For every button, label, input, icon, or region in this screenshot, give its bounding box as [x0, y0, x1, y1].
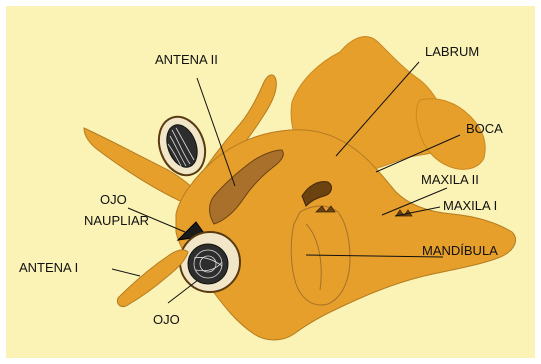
label-boca: BOCA [466, 121, 503, 136]
label-mandibula: MANDÍBULA [422, 243, 498, 258]
label-antena-i: ANTENA I [19, 260, 78, 275]
label-maxila-ii: MAXILA II [421, 172, 479, 187]
label-maxila-i: MAXILA I [443, 198, 497, 213]
antenna-i-appendage [117, 250, 188, 307]
label-ojo-naupliar-1: OJO [100, 192, 127, 207]
label-ojo: OJO [153, 312, 180, 327]
label-labrum: LABRUM [425, 44, 479, 59]
label-ojo-naupliar-2: NAUPLIAR [84, 213, 149, 228]
label-antena-ii: ANTENA II [155, 52, 218, 67]
